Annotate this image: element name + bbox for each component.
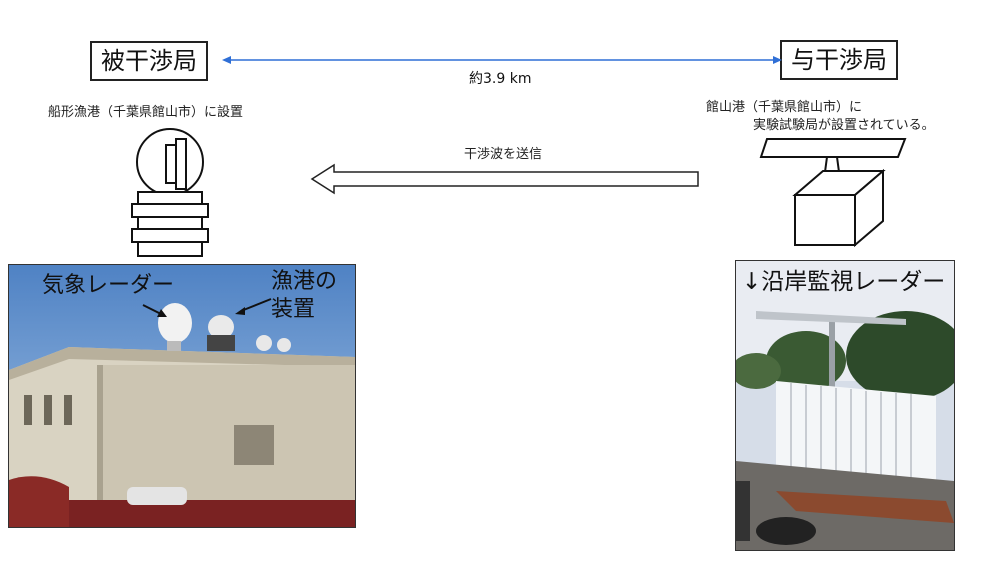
fishing-port-equipment-label-line1: 漁港の: [271, 269, 338, 294]
fishing-port-equipment-label-line2: 装置: [271, 297, 316, 322]
right-location-caption-line2: 実験試験局が設置されている。: [753, 118, 935, 133]
right-location-caption-line1: 館山港（千葉県館山市）に: [706, 100, 863, 115]
coastal-radar-photo: ↓沿岸監視レーダー: [735, 260, 955, 551]
coastal-radar-illustration: [759, 138, 907, 248]
weather-radar-photo-label: 気象レーダー: [42, 273, 175, 298]
transmission-label: 干渉波を送信: [464, 147, 543, 162]
coastal-radar-photo-label: ↓沿岸監視レーダー: [742, 269, 946, 295]
weather-radar-illustration: [131, 128, 209, 257]
interfered-station-label: 被干渉局: [90, 41, 208, 81]
fishing-port-photo: 気象レーダー 漁港の 装置: [8, 264, 356, 528]
distance-label: 約3.9 km: [469, 71, 532, 87]
interfering-station-label: 与干渉局: [780, 40, 898, 80]
left-location-caption: 船形漁港（千葉県館山市）に設置: [48, 105, 244, 120]
transmission-arrow: [310, 163, 699, 195]
distance-arrow: [222, 56, 782, 64]
